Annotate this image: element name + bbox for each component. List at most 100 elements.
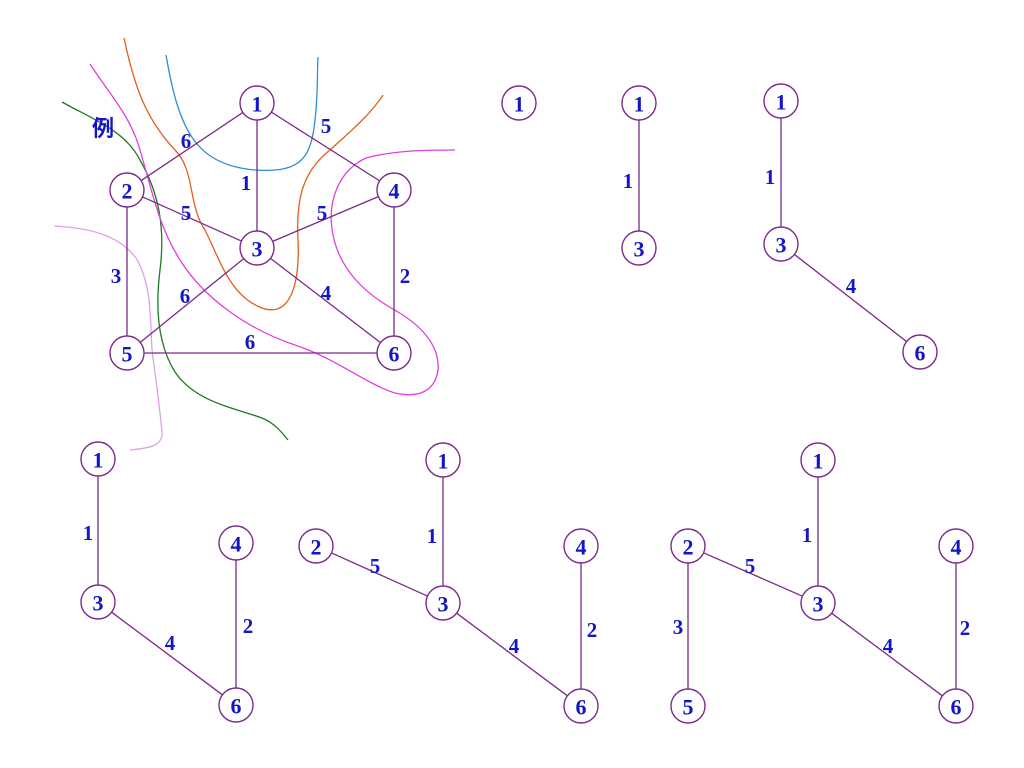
node-label-6: 6 bbox=[231, 694, 242, 719]
node-circle-2 bbox=[109, 172, 145, 208]
node-label-4: 4 bbox=[951, 535, 962, 560]
edge-weight-1-3: 1 bbox=[802, 523, 813, 547]
node-circle-2 bbox=[298, 528, 334, 564]
node-circle-1 bbox=[800, 442, 836, 478]
edge-weight-1-3: 1 bbox=[427, 524, 438, 548]
node-label-3: 3 bbox=[813, 592, 824, 617]
edge-weight-4-6: 2 bbox=[400, 264, 411, 288]
node-label-4: 4 bbox=[231, 532, 242, 557]
edge-weight-2-5: 3 bbox=[673, 615, 684, 639]
edge-weight-5-6: 6 bbox=[245, 330, 256, 354]
node-circle-6 bbox=[218, 687, 254, 723]
edge-weight-3-6: 4 bbox=[321, 281, 332, 305]
node-label-5: 5 bbox=[683, 695, 694, 720]
node-label-1: 1 bbox=[776, 90, 787, 115]
node-circle-3 bbox=[239, 230, 275, 266]
edge-3-6 bbox=[111, 611, 223, 696]
node-label-1: 1 bbox=[93, 448, 104, 473]
node-circle-6 bbox=[563, 688, 599, 724]
node-circle-3 bbox=[80, 584, 116, 620]
edge-weight-2-3: 5 bbox=[745, 554, 756, 578]
node-label-4: 4 bbox=[389, 179, 400, 204]
edge-weight-4-6: 2 bbox=[960, 616, 971, 640]
node-label-1: 1 bbox=[252, 92, 263, 117]
node-circle-6 bbox=[938, 688, 974, 724]
edge-3-5 bbox=[139, 258, 245, 343]
edge-weight-4-6: 2 bbox=[243, 614, 254, 638]
cut-curve-blue bbox=[165, 54, 319, 171]
node-circle-4 bbox=[563, 528, 599, 564]
node-label-2: 2 bbox=[311, 535, 322, 560]
edge-2-3 bbox=[331, 552, 428, 597]
node-label-3: 3 bbox=[93, 591, 104, 616]
edge-weight-2-5: 3 bbox=[111, 264, 122, 288]
edge-3-4 bbox=[272, 196, 379, 242]
node-label-6: 6 bbox=[915, 341, 926, 366]
node-circle-3 bbox=[800, 585, 836, 621]
edge-weight-3-6: 4 bbox=[883, 634, 894, 658]
cut-curve-magenta bbox=[89, 63, 456, 396]
node-circle-4 bbox=[938, 528, 974, 564]
edge-3-6 bbox=[831, 612, 943, 697]
node-circle-1 bbox=[425, 442, 461, 478]
edge-2-3 bbox=[703, 552, 803, 597]
edge-1-2 bbox=[140, 111, 244, 182]
node-label-2: 2 bbox=[683, 535, 694, 560]
node-label-2: 2 bbox=[122, 179, 133, 204]
node-circle-5 bbox=[109, 335, 145, 371]
node-circle-5 bbox=[670, 688, 706, 724]
edge-weight-2-3: 5 bbox=[370, 554, 381, 578]
edge-weight-1-3: 1 bbox=[765, 165, 776, 189]
edge-weight-3-6: 4 bbox=[509, 634, 520, 658]
node-label-1: 1 bbox=[634, 92, 645, 117]
edge-weight-1-4: 5 bbox=[321, 114, 332, 138]
node-circle-4 bbox=[218, 525, 254, 561]
edge-weight-1-3: 1 bbox=[623, 169, 634, 193]
cut-curve-green bbox=[61, 101, 289, 441]
edge-weight-1-3: 1 bbox=[241, 171, 252, 195]
node-label-1: 1 bbox=[514, 92, 525, 117]
edge-weight-3-6: 4 bbox=[846, 274, 857, 298]
edge-3-6 bbox=[270, 257, 381, 344]
node-label-1: 1 bbox=[813, 449, 824, 474]
node-circle-1 bbox=[501, 85, 537, 121]
edge-3-6 bbox=[794, 253, 907, 343]
cut-curve-orange bbox=[123, 37, 384, 311]
edge-weight-4-6: 2 bbox=[587, 618, 598, 642]
node-label-6: 6 bbox=[951, 695, 962, 720]
node-circle-3 bbox=[425, 585, 461, 621]
edge-weight-3-4: 5 bbox=[317, 201, 328, 225]
example-title: 例 bbox=[92, 116, 114, 142]
node-circle-6 bbox=[376, 335, 412, 371]
edge-3-6 bbox=[456, 612, 568, 697]
node-circle-2 bbox=[670, 528, 706, 564]
node-label-3: 3 bbox=[776, 233, 787, 258]
graphs-layer: 6 1 5 5 5 3 6 4 2 6 1 2 3 4 5 6 1 1 1 3 1 4 1 3 6 1 4 2 1 3 4 6 1 5 4 2 2 1 3 4… bbox=[80, 83, 974, 724]
node-label-6: 6 bbox=[576, 695, 587, 720]
node-circle-3 bbox=[763, 226, 799, 262]
edge-weight-2-3: 5 bbox=[181, 201, 192, 225]
node-circle-1 bbox=[621, 85, 657, 121]
edge-2-3 bbox=[142, 196, 242, 242]
node-circle-1 bbox=[80, 441, 116, 477]
graph-step-6: 1 5 3 4 2 2 1 3 4 5 6 bbox=[670, 442, 974, 724]
node-label-3: 3 bbox=[252, 237, 263, 262]
node-label-5: 5 bbox=[122, 342, 133, 367]
cut-curve-pink bbox=[53, 225, 163, 451]
node-circle-4 bbox=[376, 172, 412, 208]
graph-step-2: 113 bbox=[621, 85, 657, 266]
node-label-3: 3 bbox=[438, 592, 449, 617]
node-circle-1 bbox=[763, 83, 799, 119]
node-circle-6 bbox=[902, 334, 938, 370]
node-circle-1 bbox=[239, 85, 275, 121]
graph-step-1: 1 bbox=[501, 85, 537, 121]
edge-weight-3-6: 4 bbox=[165, 631, 176, 655]
node-label-6: 6 bbox=[389, 342, 400, 367]
node-circle-3 bbox=[621, 230, 657, 266]
graph-step-3: 1 4 1 3 6 bbox=[763, 83, 938, 370]
edge-weight-1-2: 6 bbox=[181, 129, 192, 153]
